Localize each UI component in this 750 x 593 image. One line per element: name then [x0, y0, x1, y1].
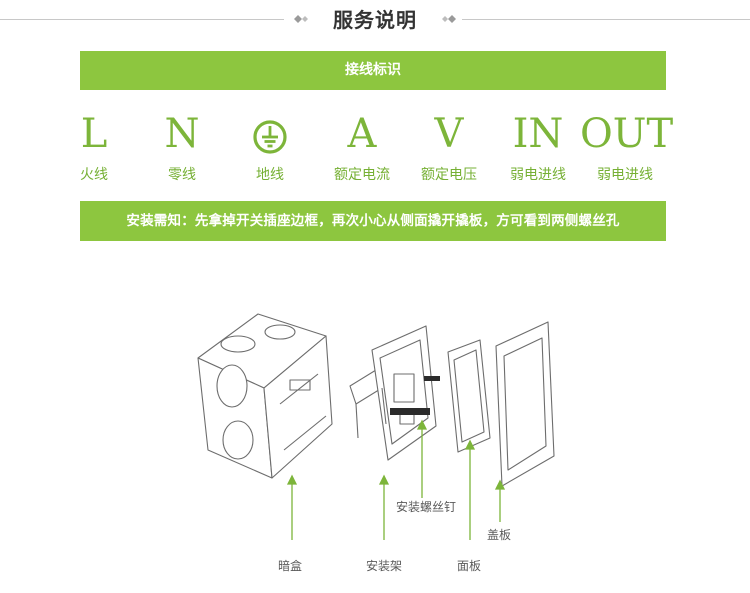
install-notice-bar: 安装需知：先拿掉开关插座边框，再次小心从侧面撬开撬板，方可看到两侧螺丝孔 — [80, 201, 666, 241]
page-header: 服务说明 — [0, 0, 750, 44]
page-title: 服务说明 — [333, 8, 417, 32]
symbol-current-caption: 额定电流 — [334, 167, 390, 183]
symbol-signal-in-mark: IN — [512, 111, 564, 157]
cover-drawing — [495, 321, 555, 487]
panel-drawing — [447, 339, 491, 453]
symbol-voltage: V 额定电压 — [411, 110, 487, 184]
symbol-voltage-mark: V — [434, 111, 464, 157]
symbol-current-mark: A — [347, 111, 377, 157]
symbol-signal-in: IN 弱电进线 — [498, 110, 578, 184]
symbol-voltage-caption: 额定电压 — [421, 167, 477, 183]
screw-label: 安装螺丝钉 — [396, 500, 457, 514]
symbol-ground-caption: 地线 — [256, 167, 284, 183]
installation-diagram — [197, 313, 555, 540]
symbol-live-mark: L — [80, 111, 108, 157]
mount-frame-label: 安装架 — [366, 559, 403, 573]
symbol-signal-in-caption: 弱电进线 — [510, 167, 566, 183]
wiring-section-bar: 接线标识 — [80, 51, 666, 90]
header-divider-left — [0, 19, 284, 20]
mount-frame-drawing — [349, 325, 437, 461]
symbol-signal-out: OUT 弱电进线 — [580, 110, 674, 184]
back-box-drawing — [197, 313, 333, 479]
panel-label: 面板 — [457, 559, 482, 573]
symbol-current: A 额定电流 — [324, 110, 400, 184]
header-divider-right — [462, 19, 750, 20]
screw-bar-drawing — [390, 408, 430, 415]
symbol-signal-out-caption: 弱电进线 — [597, 167, 653, 183]
symbol-neutral-mark: N — [164, 111, 200, 157]
symbol-live: L 火线 — [62, 110, 126, 184]
cover-label: 盖板 — [487, 528, 512, 542]
symbol-live-caption: 火线 — [80, 167, 108, 183]
header-ornament-left-icon — [294, 15, 308, 23]
earth-ground-icon — [253, 120, 287, 154]
symbol-ground: 地线 — [238, 110, 302, 184]
symbol-signal-out-mark: OUT — [580, 111, 674, 157]
symbol-neutral-caption: 零线 — [168, 167, 196, 183]
symbol-neutral: N 零线 — [150, 110, 214, 184]
back-box-label: 暗盒 — [278, 559, 303, 573]
header-ornament-right-icon — [442, 15, 456, 23]
